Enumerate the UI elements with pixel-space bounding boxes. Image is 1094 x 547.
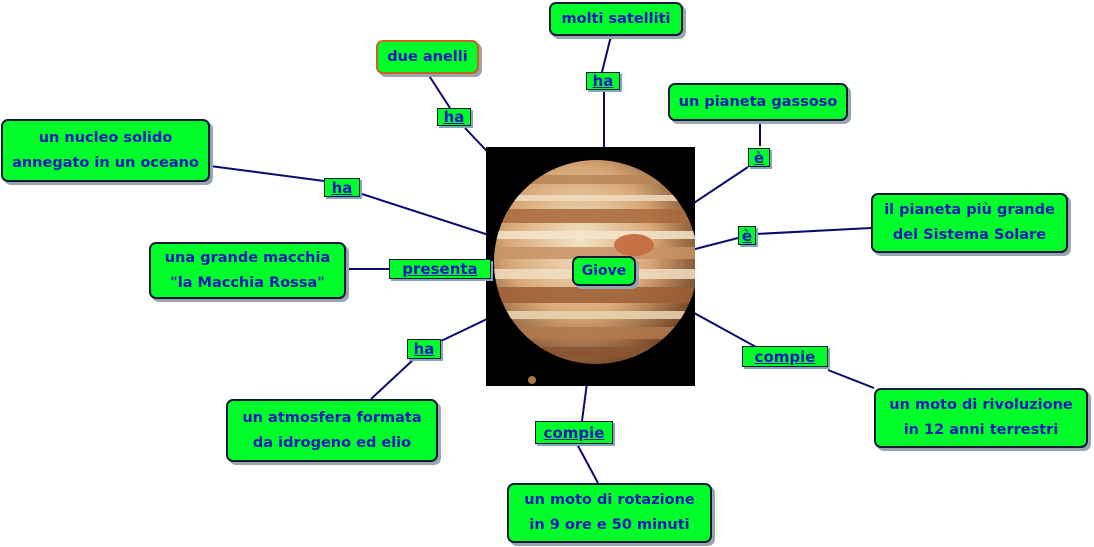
concept-moto-rivoluzione[interactable]: un moto di rivoluzione in 12 anni terres… <box>874 388 1088 448</box>
link-label-rotazione[interactable]: compie <box>535 421 613 444</box>
edge-rotazione-bottom <box>576 443 599 484</box>
link-label-anelli[interactable]: ha <box>437 108 471 126</box>
link-label-rivoluzione[interactable]: compie <box>742 346 828 367</box>
link-label-macchia[interactable]: presenta <box>389 259 491 279</box>
concept-giove[interactable]: Giove <box>572 256 636 286</box>
link-label-atmosfera[interactable]: ha <box>407 339 441 359</box>
concept-moto-rotazione[interactable]: un moto di rotazione in 9 ore e 50 minut… <box>507 483 712 543</box>
link-label-gassoso[interactable]: è <box>748 148 770 167</box>
link-label-satelliti[interactable]: ha <box>586 72 620 90</box>
link-label-nucleo[interactable]: ha <box>324 178 360 197</box>
link-label-grande[interactable]: è <box>738 226 756 245</box>
edge-rivoluzione-bottom <box>827 369 875 389</box>
edge-atmosfera-bottom <box>370 358 415 400</box>
edge-nucleo-left <box>209 165 325 182</box>
concept-pianeta-gassoso[interactable]: un pianeta gassoso <box>668 83 848 121</box>
edge-anelli-top <box>427 73 451 109</box>
concept-nucleo-solido[interactable]: un nucleo solido annegato in un oceano <box>1 119 210 182</box>
edge-satelliti-top <box>601 35 612 73</box>
edge-grande-right <box>755 227 872 235</box>
concept-molti-satelliti[interactable]: molti satelliti <box>549 2 683 36</box>
concept-pianeta-piu-grande[interactable]: il pianeta più grande del Sistema Solare <box>871 193 1068 253</box>
concept-macchia-rossa[interactable]: una grande macchia "la Macchia Rossa" <box>149 242 346 299</box>
concept-atmosfera[interactable]: un atmosfera formata da idrogeno ed elio <box>226 399 438 462</box>
concept-due-anelli[interactable]: due anelli <box>376 40 479 74</box>
